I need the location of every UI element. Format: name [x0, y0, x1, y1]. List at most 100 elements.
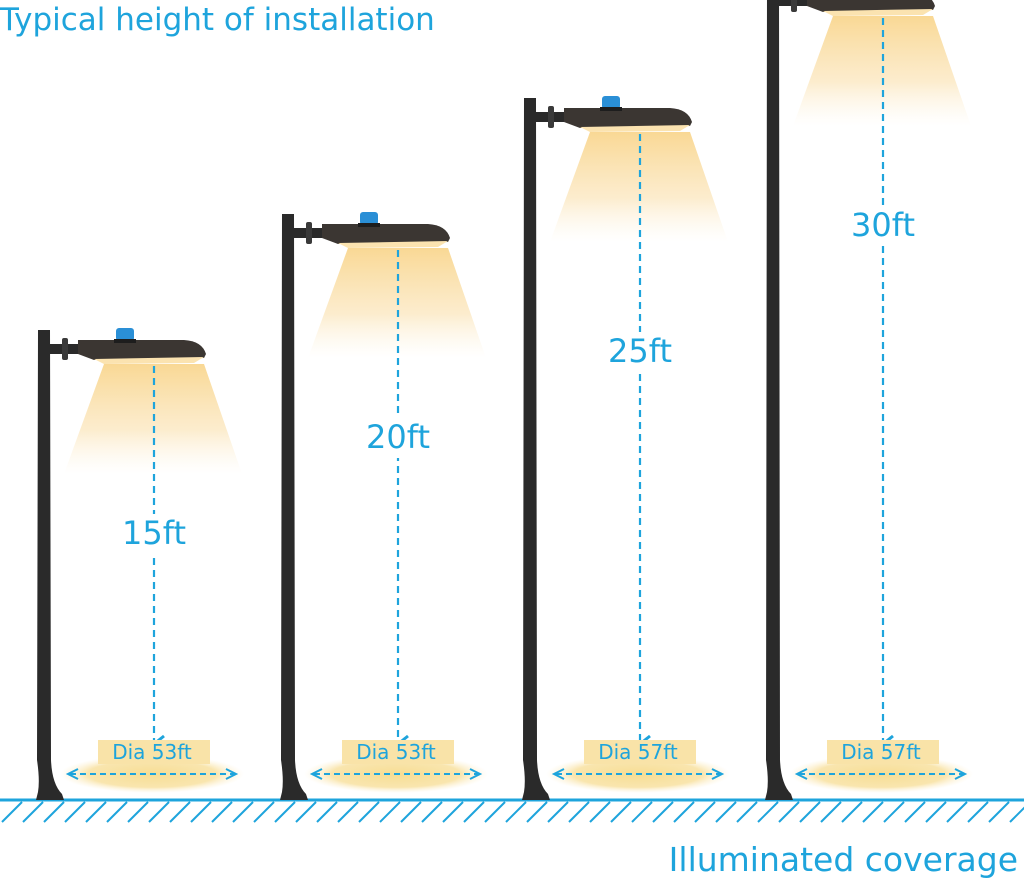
ground-hatch [757, 801, 779, 823]
ground-hatch [169, 801, 191, 823]
ground-hatch [22, 801, 44, 823]
fixture-lens [94, 357, 204, 364]
ground-hatch [379, 801, 401, 823]
fixture-housing [807, 0, 935, 12]
diameter-label: Dia 57ft [598, 740, 678, 764]
diameter-label-bg [584, 740, 696, 764]
height-label: 25ft [608, 332, 672, 370]
diameter-label: Dia 53ft [356, 740, 436, 764]
ground-hatch [631, 801, 653, 823]
ground-hatch [64, 801, 86, 823]
sensor-icon [360, 212, 378, 225]
fixture-lens [338, 241, 448, 248]
diameter-arrow-left-head [309, 768, 323, 780]
pole [280, 214, 308, 800]
diameter-label: Dia 57ft [841, 740, 921, 764]
ground-line [0, 798, 1024, 823]
ground-hatch [463, 801, 485, 823]
ground-hatch [316, 801, 338, 823]
ground-hatch [43, 801, 65, 823]
arm-clamp [62, 338, 68, 360]
ground-hatch [967, 801, 989, 823]
ground-hatch [904, 801, 926, 823]
ground-hatch [925, 801, 947, 823]
ground-hatch [274, 801, 296, 823]
ground-hatch [526, 801, 548, 823]
ground-hatch [400, 801, 422, 823]
height-label: 20ft [366, 418, 430, 456]
ground-hatch [988, 801, 1010, 823]
sensor-icon [116, 328, 134, 341]
ground-hatch [148, 801, 170, 823]
sensor-base [114, 339, 136, 343]
ground-hatch [673, 801, 695, 823]
ground-hatch [946, 801, 968, 823]
fixture-lens [823, 9, 933, 16]
ground-hatch [736, 801, 758, 823]
height-label: 15ft [122, 514, 186, 552]
coverage-caption: Illuminated coverage [668, 840, 1018, 879]
ground-hatch [841, 801, 863, 823]
height-label: 30ft [851, 206, 915, 244]
ground-hatch [610, 801, 632, 823]
ground-hatch [589, 801, 611, 823]
pole [36, 330, 64, 800]
page-title: Typical height of installation [0, 2, 435, 38]
diameter-label-bg [98, 740, 210, 764]
height-label-bg [841, 206, 925, 246]
diameter-arrow-left-head [794, 768, 808, 780]
ground-hatch [568, 801, 590, 823]
ground-hatch [127, 801, 149, 823]
ground-hatch [505, 801, 527, 823]
ground-hatch [799, 801, 821, 823]
fixture-housing [78, 340, 206, 360]
ground-hatch [862, 801, 884, 823]
pole [522, 98, 550, 800]
diameter-arrow-left-head [551, 768, 565, 780]
arm-clamp [306, 222, 312, 244]
ground-hatch [253, 801, 275, 823]
fixture-housing [322, 224, 450, 244]
height-label-bg [598, 332, 682, 372]
diameter-arrow-right-head [954, 768, 968, 780]
height-label-bg [356, 418, 440, 458]
ground-hatch [883, 801, 905, 823]
ground-hatch [442, 801, 464, 823]
ground-hatch [421, 801, 443, 823]
fixture-lens [580, 125, 690, 132]
sensor-icon [602, 96, 620, 109]
ground-hatch [1009, 806, 1024, 823]
ground-hatch [694, 801, 716, 823]
arm-clamp [791, 0, 797, 12]
ground-hatch [85, 801, 107, 823]
ground-hatch [211, 801, 233, 823]
diameter-arrow-right-head [225, 768, 239, 780]
sensor-base [600, 107, 622, 111]
ground-hatch [190, 801, 212, 823]
sensor-base [358, 223, 380, 227]
diameter-arrow-left-head [65, 768, 79, 780]
diameter-label-bg [342, 740, 454, 764]
ground-hatch [820, 801, 842, 823]
ground-hatch [652, 801, 674, 823]
fixture-housing [564, 108, 692, 128]
ground-hatch [547, 801, 569, 823]
diameter-label-bg [827, 740, 939, 764]
pole [765, 0, 793, 800]
ground-hatch [1, 801, 23, 823]
ground-hatch [778, 801, 800, 823]
diameter-label: Dia 53ft [112, 740, 192, 764]
ground-hatch [358, 801, 380, 823]
ground-hatch [232, 801, 254, 823]
diameter-arrow-right-head [711, 768, 725, 780]
ground-hatch [337, 801, 359, 823]
ground-hatch [106, 801, 128, 823]
diameter-arrow-right-head [469, 768, 483, 780]
height-label-bg [112, 514, 196, 554]
ground-hatch [295, 801, 317, 823]
